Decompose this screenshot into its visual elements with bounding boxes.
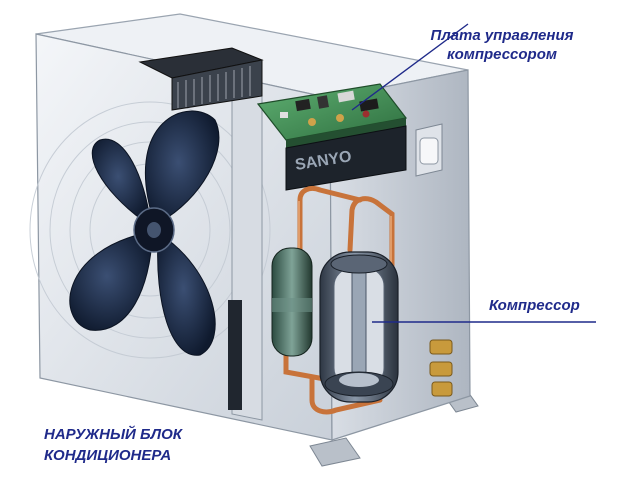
heatsink: [138, 47, 264, 111]
accumulator: [271, 247, 313, 357]
unit-title-line2: КОНДИЦИОНЕРА: [44, 447, 172, 464]
electrical-box: SANYO: [285, 125, 407, 191]
control-board-label-line2: компрессором: [447, 46, 557, 63]
service-valves: [429, 339, 453, 397]
board-leader-line: [351, 23, 469, 111]
compressor: [319, 251, 399, 403]
control-board-label: Плата управления компрессором: [392, 26, 612, 64]
compressor-label: Компрессор: [489, 297, 580, 314]
unit-title: НАРУЖНЫЙ БЛОК КОНДИЦИОНЕРА: [44, 424, 182, 466]
fan: [69, 110, 220, 356]
control-board-label-line1: Плата управления: [430, 27, 574, 44]
unit-title-line1: НАРУЖНЫЙ БЛОК: [44, 426, 182, 443]
side-handle: [415, 123, 443, 177]
